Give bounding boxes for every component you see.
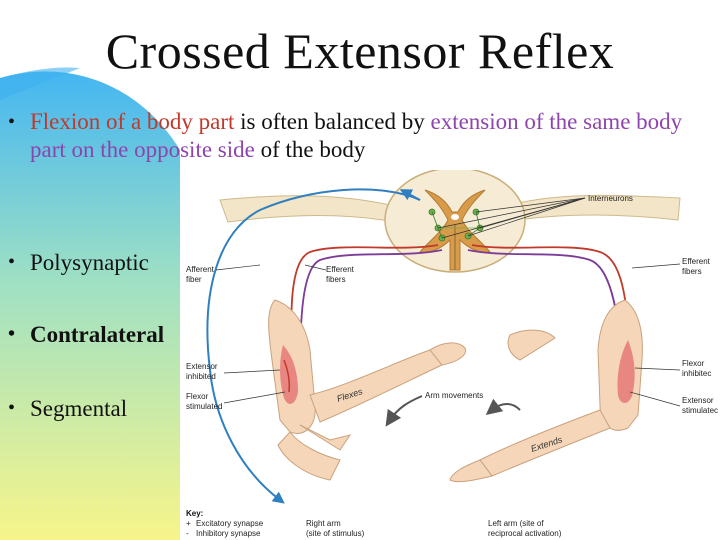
svg-text:Extensor: Extensor [682,396,714,405]
svg-text:stimulatec: stimulatec [682,406,718,415]
bullet-text: Flexion of a body part is often balanced… [30,108,700,164]
bullet-marker: • [8,323,16,345]
right-arm-illustration: Flexes [268,299,467,481]
diagram-key: Key: + Excitatory synapse - Inhibitory s… [186,509,264,538]
bullet-text: Contralateral [30,322,165,347]
svg-text:inhibited: inhibited [186,372,216,381]
svg-text:Flexor: Flexor [682,359,705,368]
bullet-flexion: • Flexion of a body part is often balance… [8,108,708,164]
svg-text:fibers: fibers [682,267,702,276]
bullet-contralateral: • Contralateral [8,322,164,348]
arm-movements: Arm movements [385,391,521,427]
bullet-polysynaptic: • Polysynaptic [8,250,149,276]
interneuron-pointers [437,197,586,239]
label-afferent-fiber: Afferent fiber [186,264,261,284]
svg-text:Efferent: Efferent [682,257,711,266]
key-symbol-excitatory: + [186,519,191,528]
svg-text:Left arm (site of: Left arm (site of [488,519,544,528]
svg-text:reciprocal activation): reciprocal activation) [488,529,562,538]
svg-text:Efferent: Efferent [326,265,355,274]
reflex-diagram: Interneurons Afferent fiber Efferent fib… [186,170,718,538]
key-excitatory-synapse: Excitatory synapse [196,519,264,528]
svg-text:(site of stimulus): (site of stimulus) [306,529,365,538]
svg-text:stimulated: stimulated [186,402,222,411]
bullet-text: Segmental [30,396,128,421]
highlight-extension: extension of the same body part on the o… [30,109,683,162]
label-arm-movements: Arm movements [425,391,483,400]
slide-title: Crossed Extensor Reflex [105,23,615,79]
svg-text:fibers: fibers [326,275,346,284]
bullet-text-part: is often balanced by [234,109,431,134]
afferent-fiber-path [206,188,421,504]
svg-text:Right arm: Right arm [306,519,341,528]
label-interneurons: Interneurons [588,194,633,203]
label-extensor-inhibited: Extensor inhibited [186,362,281,381]
svg-text:Flexor: Flexor [186,392,209,401]
label-efferent-fibers-right: Efferent fibers [631,257,711,276]
label-extensor-stimulated: Extensor stimulatec [629,391,718,415]
svg-text:Afferent: Afferent [186,265,215,274]
highlight-flexion: Flexion of a body part [30,109,235,134]
label-efferent-fibers-left: Efferent fibers [304,264,355,284]
label-flexor-inhibited: Flexor inhibitec [634,359,711,378]
bullet-segmental: • Segmental [8,396,127,422]
bullet-marker: • [8,397,16,419]
label-right-arm: Right arm (site of stimulus) [306,519,365,538]
label-flexor-stimulated: Flexor stimulated [186,391,286,411]
left-arm-illustration: Extends [449,299,643,483]
bullet-text: Polysynaptic [30,250,149,275]
key-symbol-inhibitory: - [186,529,189,538]
bullet-marker: • [8,251,16,273]
label-left-arm: Left arm (site of reciprocal activation) [488,519,562,538]
key-inhibitory-synapse: Inhibitory synapse [196,529,261,538]
spinal-nerve-roots [219,194,681,223]
svg-text:fiber: fiber [186,275,202,284]
bullet-marker: • [8,111,16,133]
key-title: Key: [186,509,203,518]
svg-text:Extensor: Extensor [186,362,218,371]
bullet-text-part: of the body [254,137,366,162]
svg-text:inhibitec: inhibitec [682,369,711,378]
